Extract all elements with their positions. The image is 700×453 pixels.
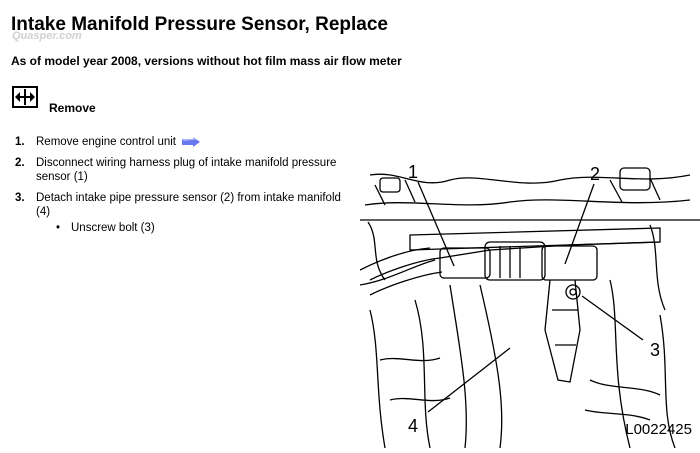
bullet: • — [56, 222, 61, 234]
step-number: 3. — [15, 192, 25, 204]
sub-step: • Unscrew bolt (3) — [36, 221, 355, 235]
procedure-steps: 1. Remove engine control unit 2. Disconn… — [15, 135, 355, 242]
step-text: Remove engine control unit — [36, 136, 176, 148]
engine-line-drawing: 1 2 3 4 — [359, 162, 700, 449]
callout-4: 4 — [408, 416, 418, 436]
figure-id: L0022425 — [625, 421, 692, 438]
step-number: 2. — [15, 157, 25, 169]
step-1: 1. Remove engine control unit — [15, 135, 355, 149]
engine-diagram: 1 2 3 4 L0022425 — [359, 150, 700, 449]
section-label-remove: Remove — [49, 101, 96, 115]
page-title: Intake Manifold Pressure Sensor, Replace — [11, 14, 388, 35]
callout-3: 3 — [650, 340, 660, 360]
remove-arrows-icon — [12, 86, 38, 108]
step-number: 1. — [15, 136, 25, 148]
blue-arrow-link-icon[interactable] — [182, 136, 201, 147]
step-2: 2. Disconnect wiring harness plug of int… — [15, 156, 355, 184]
sub-step-text: Unscrew bolt (3) — [71, 222, 155, 234]
step-3: 3. Detach intake pipe pressure sensor (2… — [15, 191, 355, 235]
step-text: Detach intake pipe pressure sensor (2) f… — [36, 192, 341, 218]
callout-2: 2 — [590, 164, 600, 184]
callout-1: 1 — [408, 162, 418, 182]
page-subtitle: As of model year 2008, versions without … — [11, 54, 402, 68]
watermark: Quasper.com — [12, 30, 82, 42]
step-text: Disconnect wiring harness plug of intake… — [36, 157, 337, 183]
